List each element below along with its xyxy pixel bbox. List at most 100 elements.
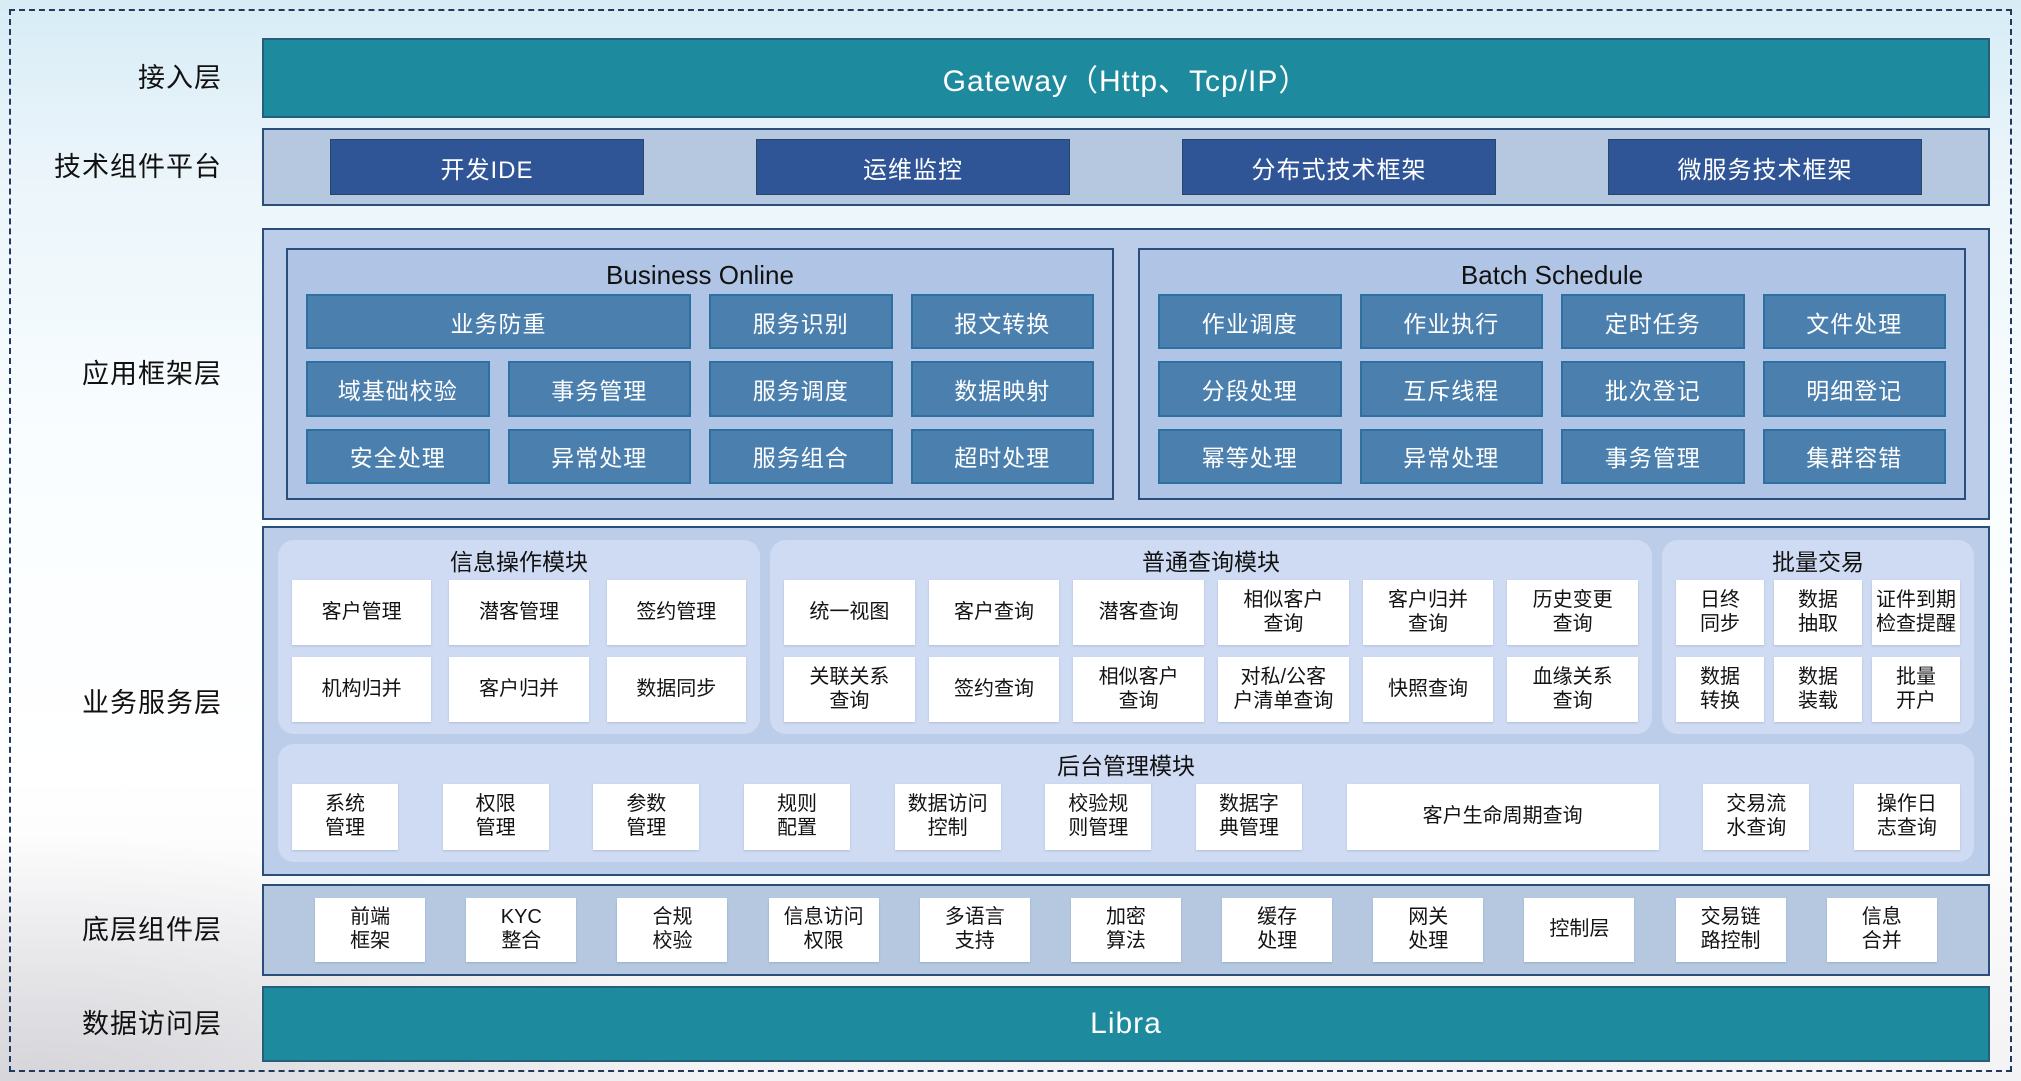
steel-button: 批次登记 (1561, 361, 1745, 417)
module-box: 日终 同步 (1676, 580, 1764, 645)
module-box: 校验规 则管理 (1045, 784, 1152, 850)
steel-button: 明细登记 (1762, 361, 1946, 417)
module-box: 缓存 处理 (1222, 898, 1333, 962)
module-box: 统一视图 (784, 580, 915, 645)
tech-item-microservice: 微服务技术框架 (1608, 139, 1922, 195)
module-box: 客户管理 (292, 580, 432, 645)
module-box: 前端 框架 (315, 898, 426, 962)
steel-button: 事务管理 (507, 361, 691, 417)
admin-module-title: 后台管理模块 (1057, 753, 1195, 779)
module-box: 签约管理 (606, 580, 746, 645)
batch-schedule-panel: Batch Schedule 作业调度 作业执行 定时任务 文件处理 分段处理 … (1138, 248, 1966, 500)
module-box: 机构归并 (292, 657, 432, 722)
module-box: 数据 转换 (1676, 657, 1764, 722)
module-box: 客户查询 (928, 580, 1060, 645)
module-box: 网关 处理 (1373, 898, 1484, 962)
steel-button: 异常处理 (507, 428, 691, 484)
service-modules-row: 信息操作模块 客户管理 潜客管理 签约管理 机构归并 客户归并 数据同步 普通查… (278, 540, 1974, 734)
module-box: 系统 管理 (292, 784, 398, 850)
steel-button: 服务识别 (709, 294, 893, 350)
module-box: 交易流 水查询 (1703, 784, 1810, 850)
module-box: 信息 合并 (1826, 898, 1937, 962)
module-box: 对私/公客 户清单查询 (1218, 657, 1349, 722)
steel-button: 数据映射 (910, 361, 1094, 417)
query-module-grid: 统一视图 客户查询 潜客查询 相似客户 查询 客户归并 查询 历史变更 查询 关… (784, 580, 1638, 722)
steel-button: 服务组合 (709, 428, 893, 484)
module-box: 关联关系 查询 (784, 657, 915, 722)
steel-button: 互斥线程 (1359, 361, 1543, 417)
libra-bar: Libra (262, 986, 1990, 1062)
module-box: 数据 装载 (1774, 657, 1862, 722)
query-module-title: 普通查询模块 (1142, 549, 1280, 575)
module-box: 数据 抽取 (1774, 580, 1862, 645)
steel-button: 作业执行 (1359, 294, 1543, 350)
module-box: 数据访问 控制 (894, 784, 1001, 850)
module-box: 数据字 典管理 (1195, 784, 1302, 850)
steel-button: 报文转换 (910, 294, 1094, 350)
module-box: 客户生命周期查询 (1346, 784, 1659, 850)
layer-label-tech-platform: 技术组件平台 (54, 152, 222, 182)
layer-label-app-framework: 应用框架层 (82, 359, 222, 389)
batch-schedule-title: Batch Schedule (1460, 260, 1644, 290)
module-box: 数据同步 (606, 657, 746, 722)
module-box: 历史变更 查询 (1507, 580, 1638, 645)
module-box: 规则 配置 (743, 784, 850, 850)
module-box: 多语言 支持 (919, 898, 1030, 962)
steel-button: 集群容错 (1762, 428, 1946, 484)
steel-button: 超时处理 (910, 428, 1094, 484)
tech-item-ops-monitor: 运维监控 (756, 139, 1070, 195)
module-box: 血缘关系 查询 (1507, 657, 1638, 722)
module-box: 信息访问 权限 (768, 898, 879, 962)
app-framework-container: Business Online 业务防重 服务识别 报文转换 域基础校验 事务管… (262, 228, 1990, 520)
module-box: KYC 整合 (466, 898, 577, 962)
module-box: 操作日 志查询 (1853, 784, 1960, 850)
business-online-panel: Business Online 业务防重 服务识别 报文转换 域基础校验 事务管… (286, 248, 1114, 500)
module-box: 相似客户 查询 (1218, 580, 1349, 645)
libra-title: Libra (1090, 1007, 1162, 1040)
batch-schedule-grid: 作业调度 作业执行 定时任务 文件处理 分段处理 互斥线程 批次登记 明细登记 … (1158, 294, 1946, 484)
business-online-title: Business Online (606, 260, 794, 290)
info-operation-module: 信息操作模块 客户管理 潜客管理 签约管理 机构归并 客户归并 数据同步 (278, 540, 760, 734)
steel-button: 文件处理 (1762, 294, 1946, 350)
gateway-title: Gateway（Http、Tcp/IP） (942, 65, 1310, 98)
module-box: 合规 校验 (617, 898, 728, 962)
module-box: 批量 开户 (1872, 657, 1960, 722)
module-box: 客户归并 查询 (1362, 580, 1494, 645)
batch-module-title: 批量交易 (1772, 549, 1864, 575)
module-box: 签约查询 (928, 657, 1060, 722)
layer-label-business-service: 业务服务层 (82, 688, 222, 718)
info-module-title: 信息操作模块 (450, 549, 588, 575)
base-components-band: 前端 框架 KYC 整合 合规 校验 信息访问 权限 多语言 支持 加密 算法 … (262, 884, 1990, 976)
steel-button: 异常处理 (1359, 428, 1543, 484)
batch-module-grid: 日终 同步 数据 抽取 证件到期 检查提醒 数据 转换 数据 装载 批量 开户 (1676, 580, 1960, 722)
module-box: 交易链 路控制 (1675, 898, 1786, 962)
steel-button: 定时任务 (1561, 294, 1745, 350)
steel-button: 事务管理 (1561, 428, 1745, 484)
steel-button: 业务防重 (306, 294, 691, 350)
module-box: 证件到期 检查提醒 (1872, 580, 1960, 645)
tech-item-distributed: 分布式技术框架 (1182, 139, 1496, 195)
layer-label-access: 接入层 (138, 63, 222, 93)
admin-module: 后台管理模块 系统 管理 权限 管理 参数 管理 规则 配置 数据访问 控制 校… (278, 744, 1974, 862)
admin-module-items: 系统 管理 权限 管理 参数 管理 规则 配置 数据访问 控制 校验规 则管理 … (292, 784, 1960, 850)
module-box: 潜客管理 (449, 580, 589, 645)
module-box: 参数 管理 (593, 784, 700, 850)
steel-button: 幂等处理 (1158, 428, 1342, 484)
business-online-grid: 业务防重 服务识别 报文转换 域基础校验 事务管理 服务调度 数据映射 安全处理… (306, 294, 1094, 484)
common-query-module: 普通查询模块 统一视图 客户查询 潜客查询 相似客户 查询 客户归并 查询 历史… (770, 540, 1652, 734)
tech-platform-band: 开发IDE 运维监控 分布式技术框架 微服务技术框架 (262, 128, 1990, 206)
tech-item-ide: 开发IDE (330, 139, 644, 195)
module-box: 潜客查询 (1073, 580, 1204, 645)
module-box: 快照查询 (1362, 657, 1494, 722)
batch-trade-module: 批量交易 日终 同步 数据 抽取 证件到期 检查提醒 数据 转换 数据 装载 批… (1662, 540, 1974, 734)
steel-button: 分段处理 (1158, 361, 1342, 417)
layer-label-base-components: 底层组件层 (82, 915, 222, 945)
module-box: 客户归并 (449, 657, 589, 722)
steel-button: 服务调度 (709, 361, 893, 417)
steel-button: 安全处理 (306, 428, 490, 484)
module-box: 加密 算法 (1070, 898, 1181, 962)
steel-button: 作业调度 (1158, 294, 1342, 350)
info-module-grid: 客户管理 潜客管理 签约管理 机构归并 客户归并 数据同步 (292, 580, 746, 722)
module-box: 权限 管理 (442, 784, 549, 850)
